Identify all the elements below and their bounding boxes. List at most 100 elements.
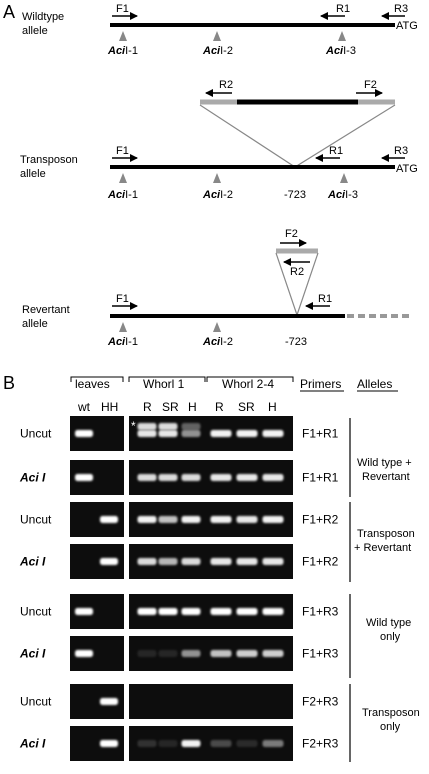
gel-band <box>210 474 232 481</box>
gel-band <box>137 608 157 615</box>
gel-band <box>75 474 93 481</box>
lane-hh: HH <box>101 400 118 414</box>
gel-band <box>236 650 258 657</box>
revertant-allele: F2 R2 Revertant allele F1 R1 AciI-1 AciI… <box>22 228 410 348</box>
gel-band <box>100 558 118 565</box>
wildtype-site2-label: AciI-2 <box>202 45 233 57</box>
revertant-primer-f1: F1 <box>116 293 129 305</box>
group-wt-rev-line1: Wild type + <box>357 457 412 469</box>
treatment-label: Uncut <box>20 695 52 709</box>
group-tn-only-line1: Transposon <box>362 707 420 719</box>
revertant-site2-marker <box>213 322 221 332</box>
gel-band <box>236 740 258 747</box>
header-primers: Primers <box>300 377 341 391</box>
group-tn-only-line2: only <box>380 721 401 733</box>
gel-band <box>75 650 93 657</box>
revertant-label-line1: Revertant <box>22 304 70 316</box>
gel-band <box>158 423 178 430</box>
wildtype-site1-marker <box>119 31 127 41</box>
gel-band <box>137 474 157 481</box>
lane-wt: wt <box>77 400 91 414</box>
revertant-primer-r2: R2 <box>290 266 304 278</box>
panel-b-label: B <box>3 373 15 393</box>
revertant-primer-r1: R1 <box>318 293 332 305</box>
gel-band <box>262 516 284 523</box>
gel-band <box>181 558 201 565</box>
wildtype-site2-marker <box>213 31 221 41</box>
transposon-position: -723 <box>284 189 306 201</box>
transposon-site2-label: AciI-2 <box>202 189 233 201</box>
transposon-insertion-lines <box>199 104 396 168</box>
revertant-site1-marker <box>119 322 127 332</box>
revertant-site2-label: AciI-2 <box>202 336 233 348</box>
wildtype-allele: Wildtype allele F1 R1 R3 ATG AciI-1 AciI… <box>22 3 418 57</box>
lane-w1-r: R <box>143 400 152 414</box>
primer-label: F1+R1 <box>302 471 339 485</box>
revertant-primer-f2: F2 <box>285 228 298 240</box>
gel-band <box>100 698 118 705</box>
gel-band <box>181 516 201 523</box>
allele-groups: Wild type + Revertant Transposon + Rever… <box>349 418 420 762</box>
wildtype-site1-label: AciI-1 <box>107 45 138 57</box>
gel-band <box>236 474 258 481</box>
gel-band <box>181 608 201 615</box>
transposon-site3-label: AciI-3 <box>327 189 358 201</box>
gel-band <box>262 740 284 747</box>
panel-a-label: A <box>3 2 15 22</box>
transposon-site1-label: AciI-1 <box>107 189 138 201</box>
group-tn-rev-line1: Transposon <box>357 528 415 540</box>
gel-band <box>236 558 258 565</box>
gel-band <box>236 430 258 437</box>
treatment-label: Uncut <box>20 427 52 441</box>
treatment-label: Uncut <box>20 605 52 619</box>
gel-band <box>236 608 258 615</box>
revertant-position: -723 <box>285 336 307 348</box>
gel-band <box>158 558 178 565</box>
transposon-primer-f1: F1 <box>116 145 129 157</box>
primer-label: F1+R1 <box>302 427 339 441</box>
transposon-label-line2: allele <box>20 168 46 180</box>
gel-band <box>158 650 178 657</box>
wildtype-site3-marker <box>338 31 346 41</box>
group-tn-rev-line2: + Revertant <box>354 542 411 554</box>
gel-header: leaves Whorl 1 Whorl 2-4 Primers Alleles… <box>70 376 398 414</box>
gel-band <box>262 558 284 565</box>
primer-label: F1+R2 <box>302 513 339 527</box>
gel-band <box>262 650 284 657</box>
transposon-site2-marker <box>213 173 221 183</box>
gel-band <box>181 740 201 747</box>
gel-band <box>158 516 178 523</box>
gel-band <box>158 474 178 481</box>
gel-band <box>181 423 201 430</box>
gel-band <box>75 608 93 615</box>
header-whorl1: Whorl 1 <box>143 377 185 391</box>
gel-band <box>100 740 118 747</box>
revertant-site1-label: AciI-1 <box>107 336 138 348</box>
gel-band <box>210 430 232 437</box>
lane-w24-r: R <box>215 400 224 414</box>
transposon-primer-f2: F2 <box>364 79 377 91</box>
gel-band <box>210 650 232 657</box>
primer-label: F2+R3 <box>302 695 339 709</box>
gel-band <box>100 516 118 523</box>
gel-band <box>210 558 232 565</box>
gel-band <box>181 430 201 437</box>
extra-band-asterisk: * <box>131 419 136 433</box>
gel-band <box>137 516 157 523</box>
group-wt-only-line2: only <box>380 631 401 643</box>
transposon-allele: R2 F2 Transposon allele F1 R1 R3 ATG Aci… <box>20 79 418 201</box>
gel-band <box>236 516 258 523</box>
gel-band <box>137 430 157 437</box>
gel-band <box>262 608 284 615</box>
gel-band <box>158 608 178 615</box>
header-whorl24: Whorl 2-4 <box>222 377 274 391</box>
lane-w24-h: H <box>268 400 277 414</box>
treatment-label: Aci I <box>19 555 46 569</box>
header-alleles: Alleles <box>357 377 392 391</box>
wildtype-primer-f1: F1 <box>116 3 129 15</box>
treatment-label: Aci I <box>19 647 46 661</box>
primer-label: F1+R3 <box>302 605 339 619</box>
flower-gel <box>129 684 293 719</box>
